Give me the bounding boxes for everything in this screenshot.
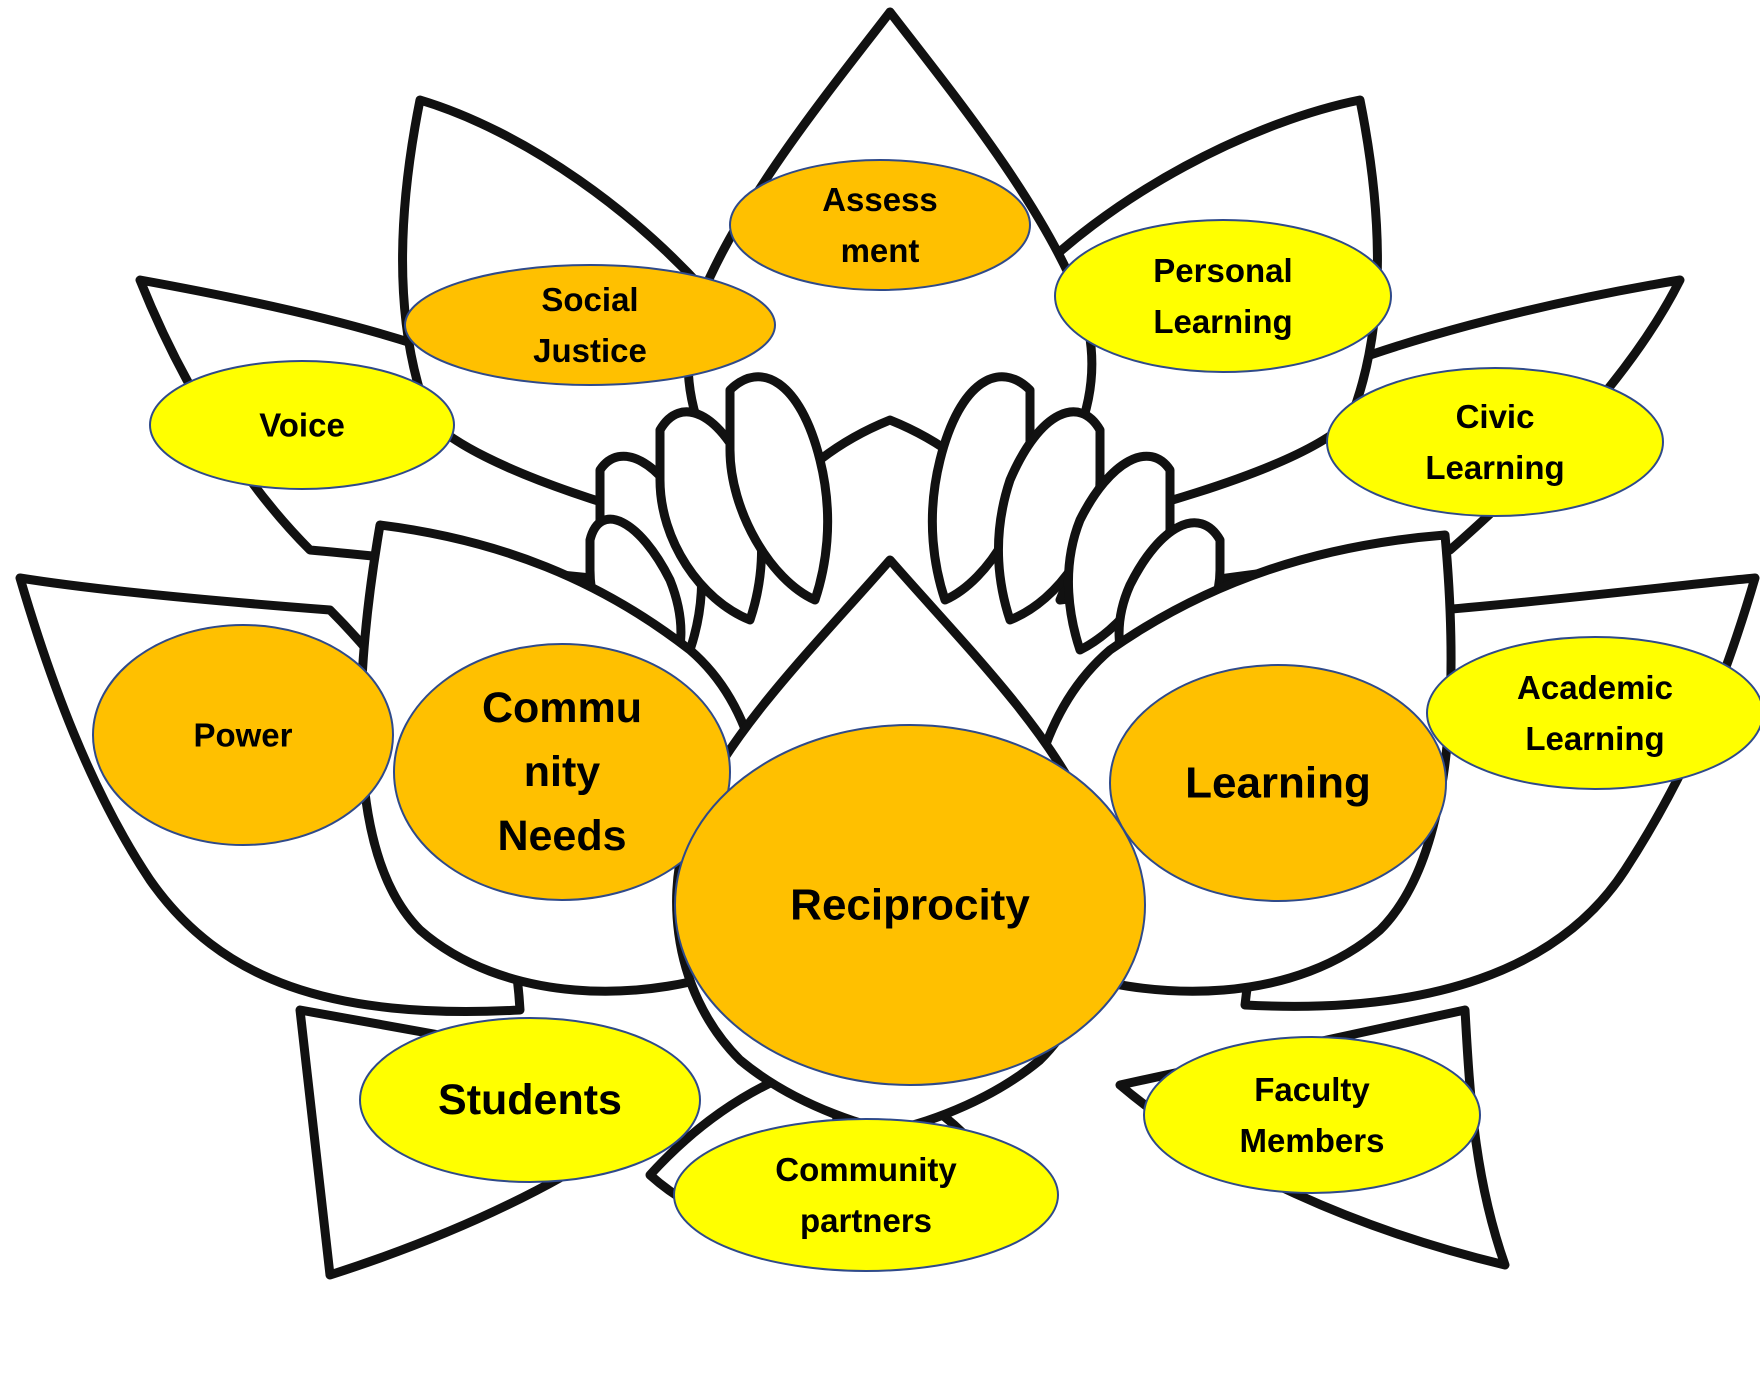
bubble-personal-learning-shape: [1054, 219, 1392, 373]
bubble-civic-learning-label-line: Civic: [1456, 398, 1535, 435]
bubble-faculty-members-shape: [1143, 1036, 1481, 1194]
bubble-social-justice-shape: [404, 264, 776, 386]
bubble-personal-learning-label-line: Personal: [1153, 252, 1292, 289]
bubble-civic-learning-shape: [1326, 367, 1664, 517]
bubble-students-shape: [359, 1017, 701, 1183]
bubble-power: Power: [92, 624, 394, 846]
bubble-faculty-members-label-line: Members: [1240, 1122, 1385, 1159]
bubble-learning-shape: [1109, 664, 1447, 902]
bubble-community-partners-label-line: Community: [775, 1151, 957, 1188]
bubble-learning-label-line: Learning: [1185, 759, 1371, 808]
bubble-academic-learning-label-line: Academic: [1517, 669, 1673, 706]
bubble-voice-label-line: Voice: [259, 407, 345, 444]
bubble-community-partners-label-line: partners: [800, 1202, 932, 1239]
bubble-center: Reciprocity: [674, 724, 1146, 1086]
bubble-assessment: Assess ment: [729, 159, 1031, 291]
bubble-community-needs-label-line: Commu: [482, 684, 642, 732]
bubble-center-label-line: Reciprocity: [790, 881, 1030, 930]
bubble-faculty-members-label-line: Faculty: [1254, 1071, 1370, 1108]
bubble-students-label-line: Students: [438, 1076, 622, 1124]
bubble-social-justice-label-line: Social: [541, 281, 638, 318]
bubble-community-partners-shape: [673, 1118, 1059, 1272]
bubble-voice-shape: [149, 360, 455, 490]
bubble-voice: Voice: [149, 360, 455, 490]
bubble-personal-learning-label-line: Learning: [1153, 303, 1292, 340]
bubble-community-needs-label-line: nity: [524, 748, 601, 796]
bubble-community-needs-shape: [393, 643, 731, 901]
bubble-center-shape: [674, 724, 1146, 1086]
bubble-power-shape: [92, 624, 394, 846]
bubble-social-justice-label-line: Justice: [533, 332, 647, 369]
bubble-academic-learning-label-line: Learning: [1525, 720, 1664, 757]
bubble-students: Students: [359, 1017, 701, 1183]
bubble-assessment-shape: [729, 159, 1031, 291]
inner-petal-3: [725, 372, 833, 605]
bubble-assessment-label-line: Assess: [822, 181, 938, 218]
bubble-learning: Learning: [1109, 664, 1447, 902]
bubble-academic-learning-shape: [1426, 636, 1760, 790]
bubble-power-label-line: Power: [193, 717, 292, 754]
bubble-community-partners: Community partners: [673, 1118, 1059, 1272]
bubble-assessment-label-line: ment: [841, 232, 920, 269]
concept-bubbles: AssessmentSocialJusticePowerCommunityNee…: [92, 159, 1760, 1272]
bubble-civic-learning-label-line: Learning: [1425, 449, 1564, 486]
bubble-community-needs-label-line: Needs: [497, 812, 626, 860]
